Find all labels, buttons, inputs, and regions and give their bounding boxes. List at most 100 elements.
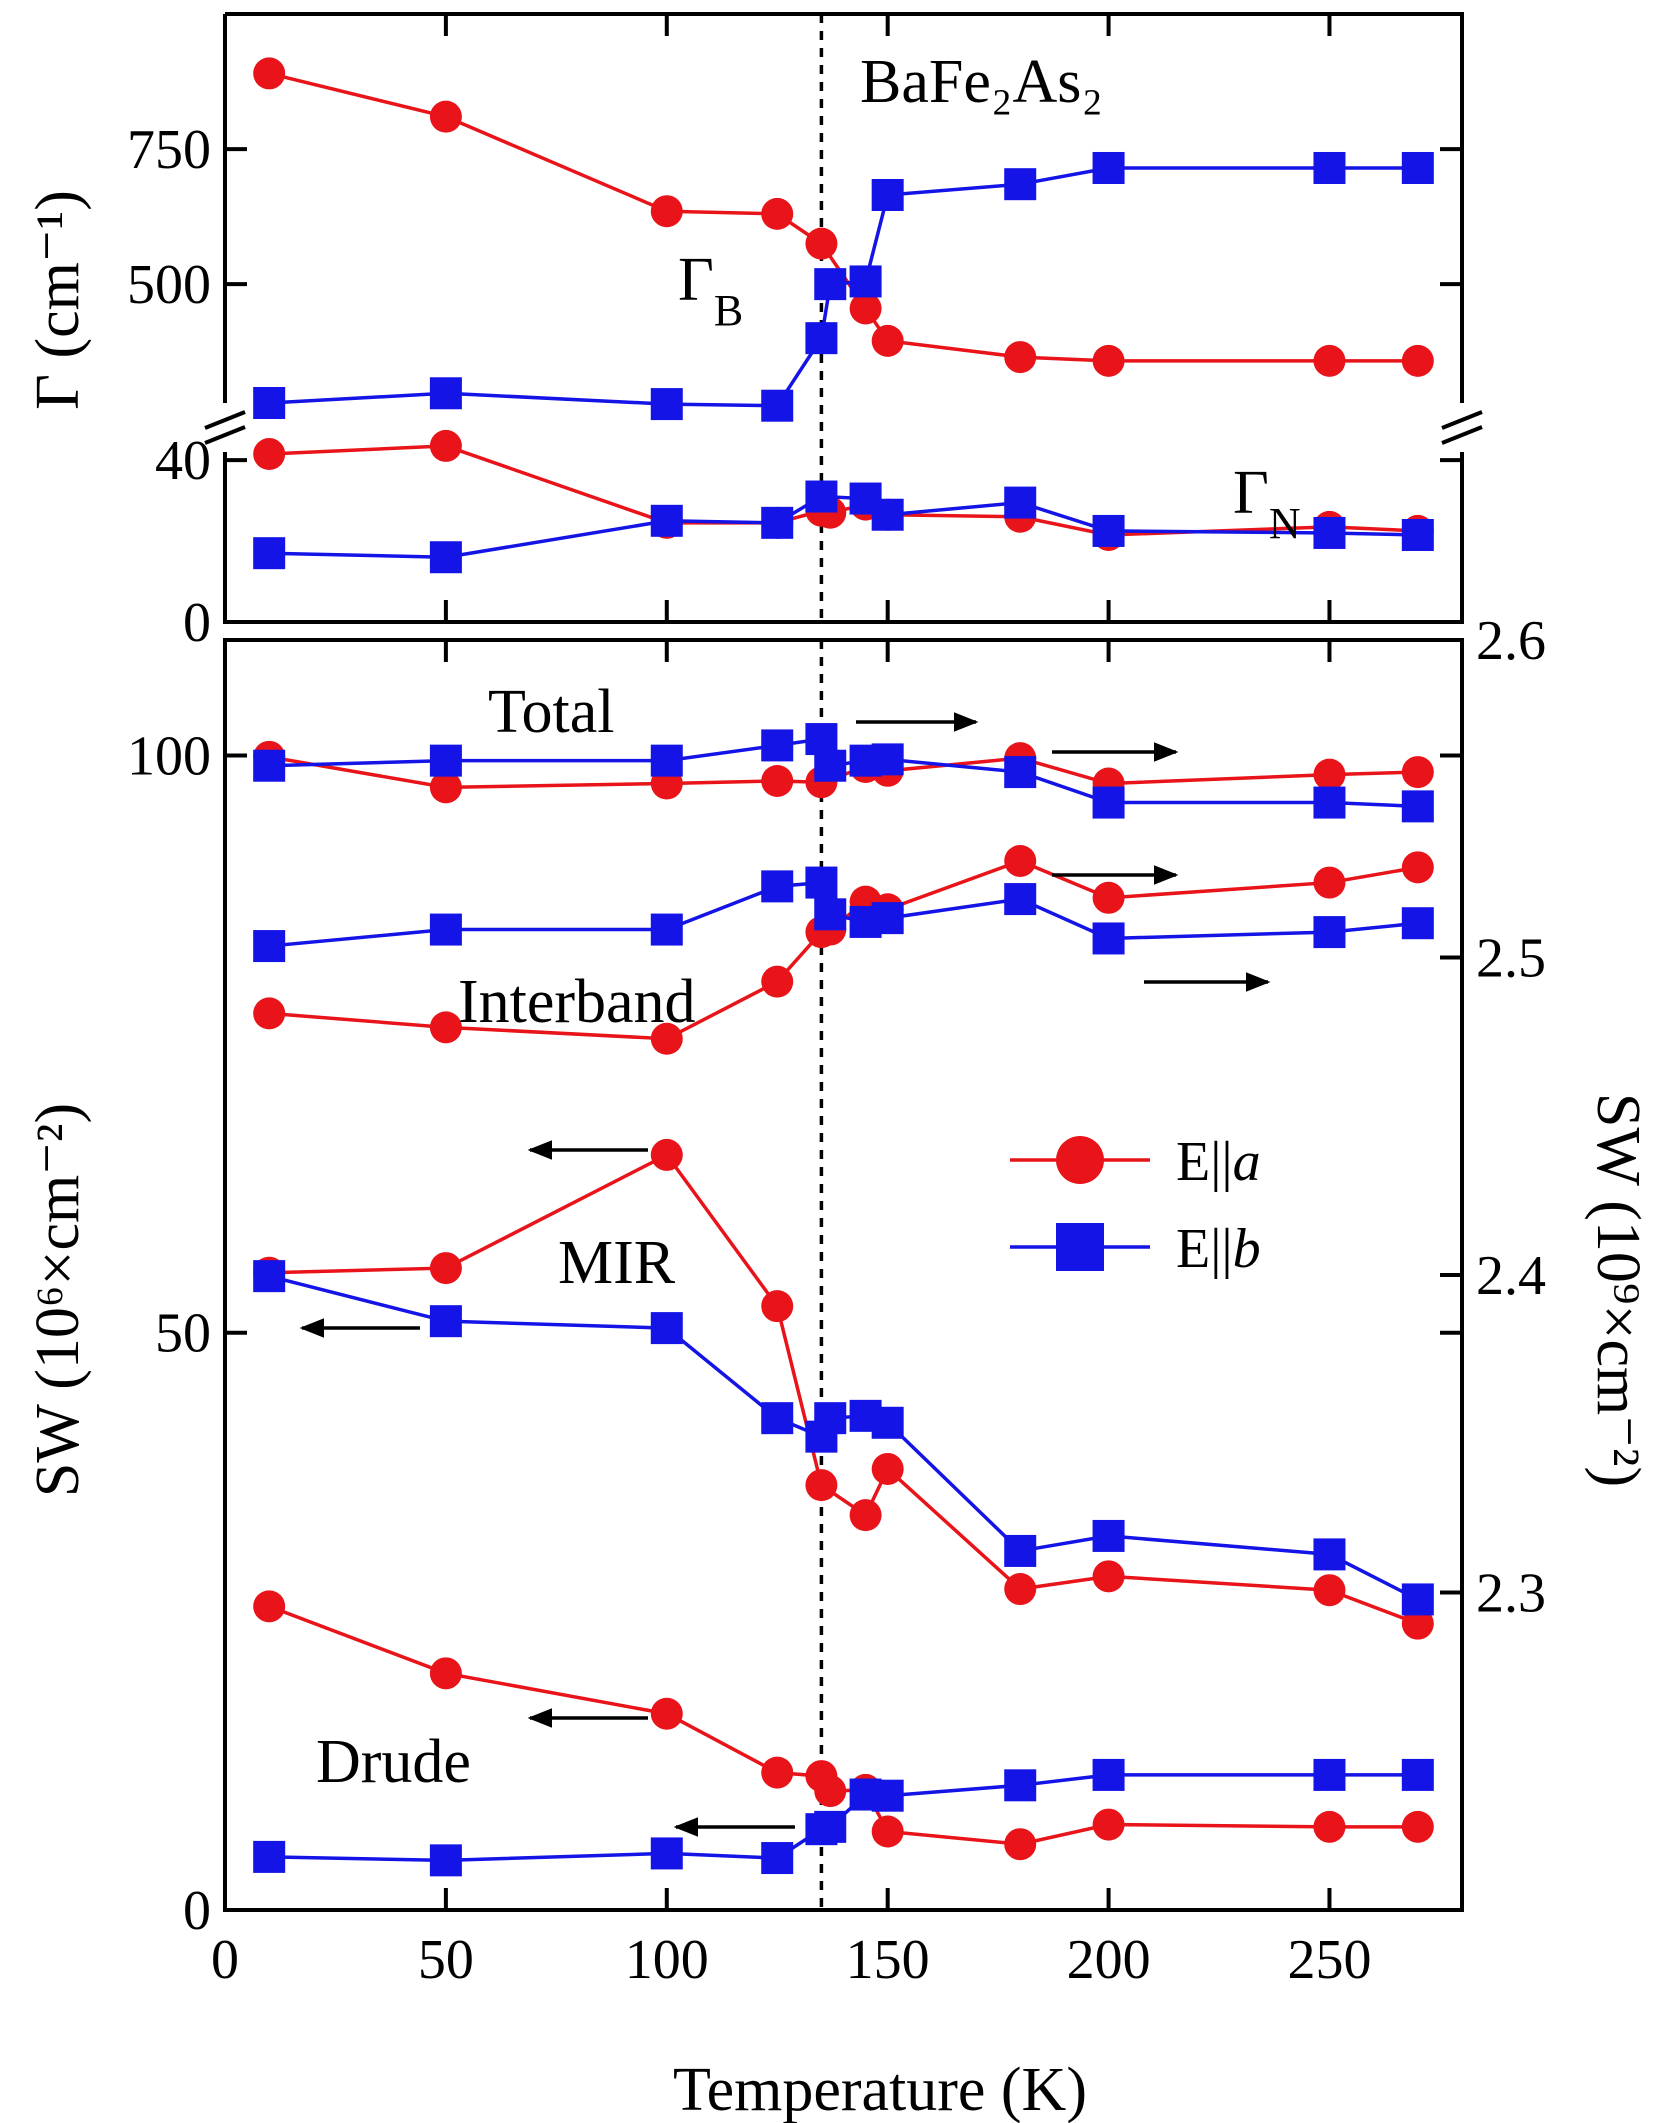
top-y-tick-500-label: 500 — [127, 254, 211, 316]
top-n-eb-point-3 — [761, 506, 794, 539]
bottom-mir-ea-point-10 — [1401, 1607, 1434, 1640]
drude-label: Drude — [316, 1728, 471, 1796]
top-y-tick-750-label: 750 — [127, 119, 211, 181]
mir-label: MIR — [558, 1229, 676, 1297]
x-tick-250-label: 250 — [1287, 1929, 1371, 1991]
top-b-eb-point-6 — [849, 265, 882, 298]
top-b-ea-point-8 — [1092, 344, 1125, 377]
top-b-eb-point-8 — [1004, 168, 1037, 201]
bottom-y-tick-50-label: 50 — [155, 1303, 211, 1365]
left-y-axis-label: SW (10⁶×cm⁻²) — [24, 1103, 92, 1497]
right-y-tick-2.5-label: 2.5 — [1476, 928, 1546, 990]
top-n-eb-point-7 — [1004, 486, 1037, 519]
top-b-eb-point-5 — [814, 268, 847, 301]
bottom-drude-eb-point-5 — [814, 1810, 847, 1843]
bottom-interband-ea-point-0 — [253, 997, 286, 1030]
bottom-mir-eb-point-1 — [429, 1305, 462, 1338]
bottom-interband-eb-point-11 — [1401, 907, 1434, 940]
top-b-ea-point-5 — [849, 292, 882, 325]
top-b-ea-point-9 — [1313, 344, 1346, 377]
bottom-panel-frame — [223, 638, 1464, 1912]
bottom-total-eb-point-0 — [253, 749, 286, 782]
bottom-drude-ea-point-0 — [253, 1590, 286, 1623]
bottom-total-eb-point-3 — [761, 729, 794, 762]
bottom-mir-ea-point-8 — [1092, 1560, 1125, 1593]
top-y-tick-0-label: 0 — [183, 592, 211, 654]
legend: E||a E||b — [1010, 1131, 1261, 1280]
bottom-mir-ea-point-6 — [871, 1452, 904, 1485]
bottom-drude-eb-point-11 — [1401, 1758, 1434, 1791]
bottom-drude-ea-point-9 — [1092, 1808, 1125, 1841]
interband-label: Interband — [458, 968, 696, 1036]
bottom-mir-eb-line — [268, 1274, 1419, 1601]
bottom-total-ea-point-9 — [1313, 758, 1346, 791]
legend-marker-b — [1056, 1223, 1104, 1271]
bottom-interband-ea-point-10 — [1313, 866, 1346, 899]
top-n-eb-point-8 — [1092, 514, 1125, 547]
bottom-drude-ea-point-8 — [1004, 1828, 1037, 1861]
bottom-mir-ea-point-2 — [650, 1138, 683, 1171]
bottom-total-eb-point-2 — [650, 744, 683, 777]
data-series — [253, 57, 1434, 1877]
bottom-interband-eb-point-4 — [805, 866, 838, 899]
top-b-ea-point-6 — [871, 324, 904, 357]
bottom-mir-ea-point-7 — [1004, 1573, 1037, 1606]
bottom-total-eb-point-11 — [1401, 790, 1434, 823]
x-tick-100-label: 100 — [625, 1929, 709, 1991]
bottom-drude-eb-point-7 — [871, 1779, 904, 1812]
bottom-mir-eb-point-7 — [871, 1406, 904, 1439]
bottom-mir-ea-point-5 — [849, 1499, 882, 1532]
bottom-total-ea-point-3 — [761, 764, 794, 797]
x-tick-150-label: 150 — [846, 1929, 930, 1991]
bottom-drude-eb-point-9 — [1092, 1758, 1125, 1791]
bottom-interband-ea-point-8 — [1004, 844, 1037, 877]
bottom-total-eb-line — [269, 737, 1418, 809]
top-b-ea-point-1 — [429, 100, 462, 133]
bottom-interband-eb-point-5 — [814, 898, 847, 931]
bottom-interband-eb-point-7 — [871, 902, 904, 935]
top-n-eb-point-10 — [1401, 518, 1434, 551]
top-b-eb-point-11 — [1401, 151, 1434, 184]
bottom-interband-eb-point-3 — [761, 870, 794, 903]
bottom-mir-ea-point-9 — [1313, 1574, 1346, 1607]
bottom-interband-ea-point-2 — [650, 1022, 683, 1055]
bottom-total-eb-point-9 — [1092, 786, 1125, 819]
top-b-eb-point-3 — [761, 389, 794, 422]
top-n-eb-point-0 — [253, 537, 286, 570]
right-y-axis-label: SW (10⁹×cm⁻²) — [1584, 1093, 1652, 1487]
bottom-drude-eb-point-10 — [1313, 1758, 1346, 1791]
right-y-tick-2.4-label: 2.4 — [1476, 1245, 1546, 1307]
top-b-ea-point-10 — [1401, 344, 1434, 377]
legend-label-b: E||b — [1176, 1218, 1261, 1280]
bottom-drude-ea-point-5 — [814, 1775, 847, 1808]
bottom-drude-eb-point-8 — [1004, 1769, 1037, 1802]
bottom-total-eb-point-8 — [1004, 756, 1037, 789]
bottom-total-eb-point-4 — [805, 723, 838, 756]
bottom-interband-eb-point-8 — [1004, 883, 1037, 916]
axis-break-left-upper — [204, 410, 246, 430]
top-b-eb-point-9 — [1092, 151, 1125, 184]
bottom-mir-ea-point-1 — [429, 1252, 462, 1285]
top-b-eb-point-1 — [429, 377, 462, 410]
bottom-drude-ea-line — [268, 1604, 1418, 1846]
bottom-interband-eb-line — [269, 880, 1418, 948]
top-b-eb-point-2 — [650, 388, 683, 421]
bottom-mir-ea-point-4 — [805, 1469, 838, 1502]
top-b-ea-point-2 — [650, 195, 683, 228]
bottom-mir-eb-point-8 — [1004, 1534, 1037, 1567]
bottom-drude-ea-point-2 — [650, 1697, 683, 1730]
bottom-mir-eb-point-0 — [253, 1260, 286, 1293]
top-n-ea-point-1 — [429, 429, 462, 462]
top-n-eb-point-1 — [429, 541, 462, 574]
bottom-mir-eb-point-5 — [814, 1402, 847, 1435]
x-tick-0-label: 0 — [211, 1929, 239, 1991]
bottom-interband-ea-point-1 — [429, 1011, 462, 1044]
top-panel-frame — [204, 12, 1483, 624]
bottom-interband-ea-point-3 — [761, 965, 794, 998]
bottom-interband-ea-line — [269, 859, 1419, 1041]
bottom-total-ea-point-1 — [429, 771, 462, 804]
legend-marker-a — [1056, 1136, 1104, 1184]
x-tick-50-label: 50 — [418, 1929, 474, 1991]
